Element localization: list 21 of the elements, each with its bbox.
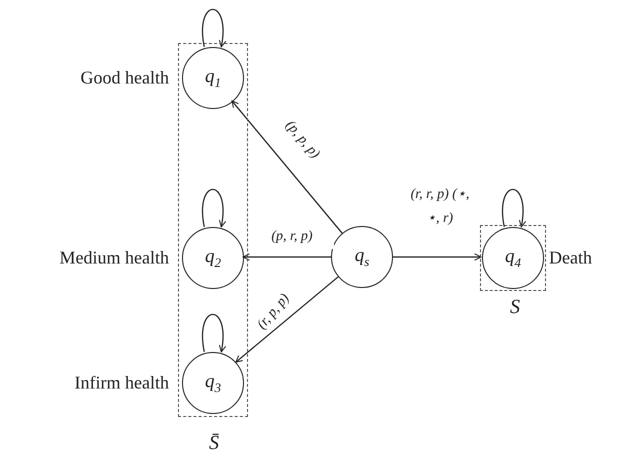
state-label: q$_{3}$	[205, 370, 221, 396]
state-caption: Medium health	[60, 248, 169, 268]
state-label: q$_{4}$	[505, 246, 521, 270]
state-caption: Death	[549, 248, 592, 268]
arrow	[242, 253, 331, 261]
self-loop-arrow	[202, 8, 226, 48]
edge-label: (p, p, p)	[281, 116, 324, 164]
arrow	[235, 276, 339, 363]
state-caption: Infirm health	[74, 372, 169, 394]
self-loop-arrow	[202, 188, 226, 228]
state-caption: Good health	[80, 68, 169, 88]
arrow	[231, 100, 343, 234]
self-loop-arrow	[202, 314, 226, 352]
state-label: q$_{s}$	[354, 244, 370, 270]
set-label: S	[510, 296, 520, 319]
edge-label: (r, p, p)	[254, 290, 294, 334]
state-label: q$_{2}$	[205, 246, 221, 270]
self-loop-arrow	[502, 188, 526, 228]
arrow	[393, 253, 482, 261]
set-label: S̄	[209, 432, 219, 455]
state-label: q$_{1}$	[205, 66, 221, 90]
